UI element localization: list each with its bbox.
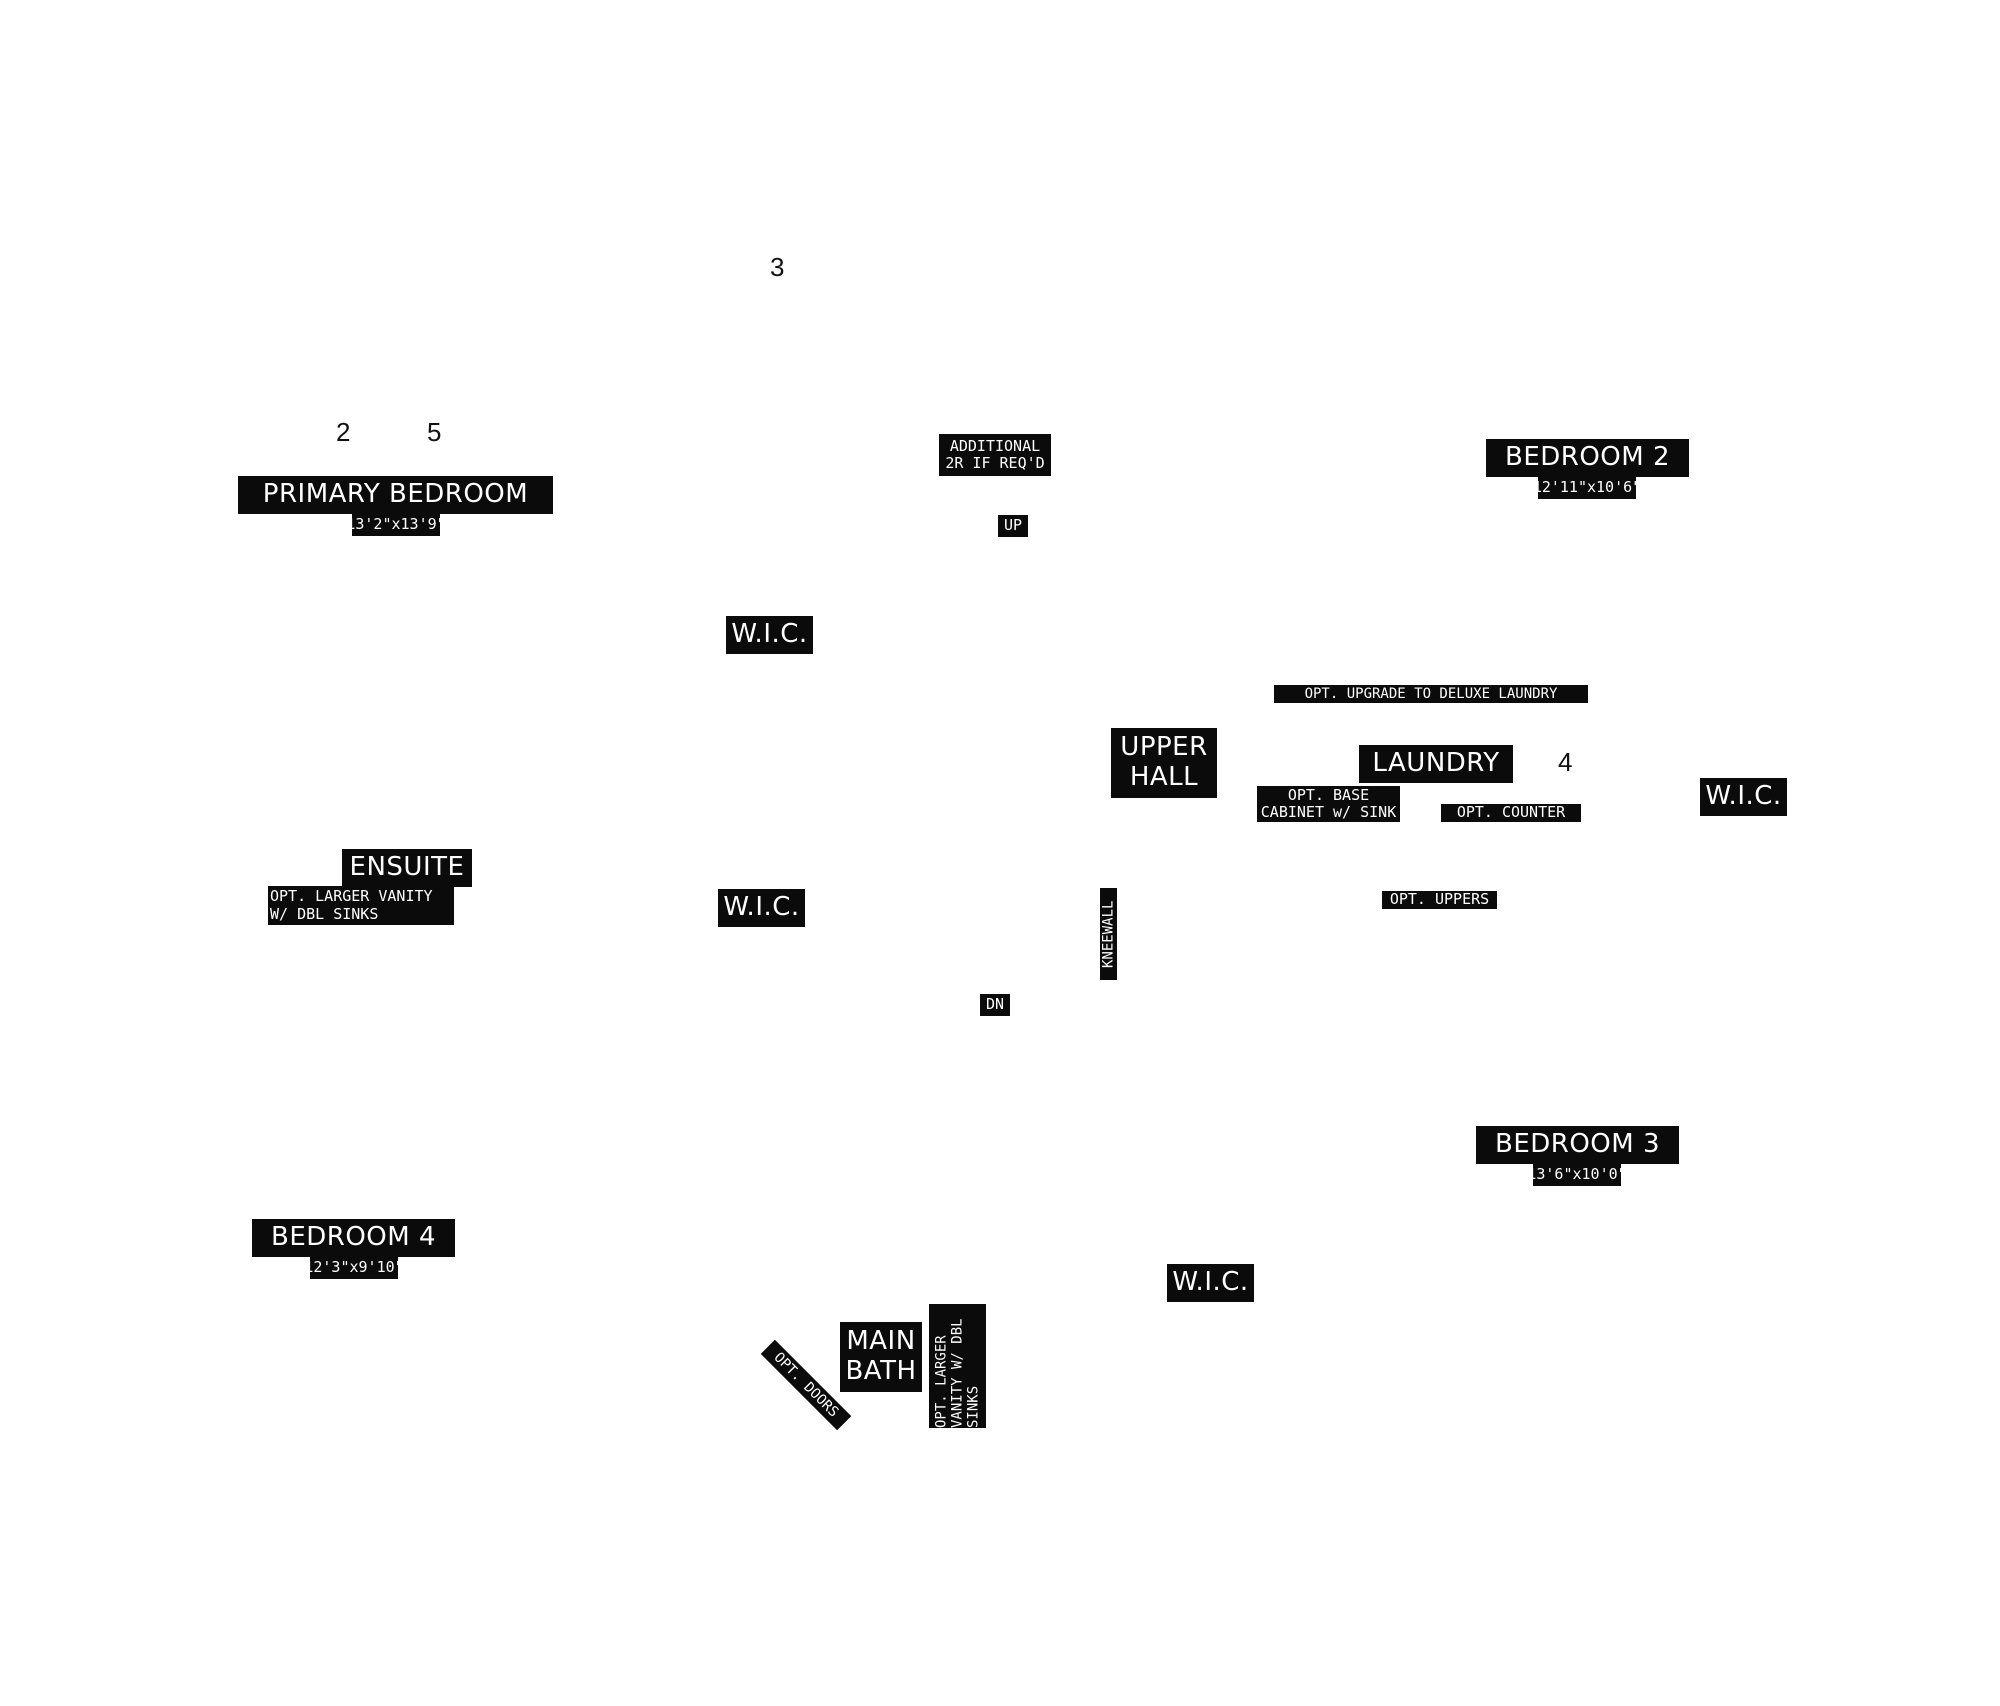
- base-cabinet-line-2: CABINET w/ SINK: [1260, 803, 1397, 821]
- marker-5: 5: [427, 417, 442, 447]
- deluxe-laundry-note: OPT. UPGRADE TO DELUXE LAUNDRY: [1274, 685, 1588, 703]
- main-bath-label: MAIN BATH: [840, 1322, 922, 1392]
- upper-hall-line-2: HALL: [1129, 762, 1199, 792]
- additional-riser-line-1: ADDITIONAL: [949, 436, 1041, 455]
- main-bath-line-1: MAIN: [846, 1326, 916, 1357]
- bedroom-3-dimensions: 13'6"x10'0": [1527, 1164, 1627, 1186]
- bedroom-2-label: BEDROOM 2: [1486, 439, 1689, 477]
- marker-2: 2: [336, 417, 351, 447]
- wic-label-ensuite: W.I.C.: [718, 889, 805, 927]
- primary-bedroom-dimensions: 13'2"x13'9": [346, 514, 446, 536]
- base-cabinet-note: OPT. BASE CABINET w/ SINK: [1257, 786, 1400, 822]
- upper-hall-line-1: UPPER: [1120, 732, 1208, 763]
- laundry-label: LAUNDRY: [1359, 745, 1513, 783]
- additional-riser-note: ADDITIONAL 2R IF REQ'D: [939, 434, 1051, 476]
- doors-note: OPT. DOORS: [760, 1339, 852, 1431]
- wic-label-primary: W.I.C.: [726, 616, 813, 654]
- bath-vanity-line-1: OPT. LARGER: [933, 1335, 950, 1428]
- stair-up-label: UP: [998, 515, 1028, 537]
- marker-4: 4: [1558, 747, 1573, 777]
- main-bath-line-2: BATH: [845, 1356, 917, 1386]
- wic-label-bedroom-3: W.I.C.: [1167, 1264, 1254, 1302]
- ensuite-vanity-line-1: OPT. LARGER VANITY: [270, 887, 433, 906]
- base-cabinet-line-1: OPT. BASE: [1287, 785, 1370, 804]
- bedroom-3-label: BEDROOM 3: [1476, 1126, 1679, 1164]
- additional-riser-line-2: 2R IF REQ'D: [945, 454, 1045, 472]
- bedroom-4-label: BEDROOM 4: [252, 1219, 455, 1257]
- bedroom-2-dimensions: 12'11"x10'6": [1533, 477, 1641, 499]
- kneewall-label: KNEEWALL: [1100, 888, 1117, 980]
- ensuite-vanity-note: OPT. LARGER VANITY W/ DBL SINKS: [268, 886, 454, 925]
- bedroom-4-dimensions: 12'3"x9'10": [304, 1257, 404, 1279]
- ensuite-label: ENSUITE: [342, 849, 472, 887]
- marker-3: 3: [770, 252, 785, 282]
- bath-vanity-line-2: VANITY W/ DBL: [949, 1318, 966, 1428]
- upper-hall-label: UPPER HALL: [1111, 728, 1217, 798]
- stair-down-label: DN: [980, 994, 1010, 1016]
- uppers-note: OPT. UPPERS: [1382, 891, 1497, 909]
- ensuite-vanity-line-2: W/ DBL SINKS: [270, 904, 379, 923]
- bath-vanity-line-3: SINKS: [965, 1385, 982, 1428]
- counter-note: OPT. COUNTER: [1441, 804, 1581, 822]
- bath-vanity-note: OPT. LARGER VANITY W/ DBL SINKS: [929, 1304, 986, 1428]
- wic-label-bedroom-2: W.I.C.: [1700, 778, 1787, 816]
- primary-bedroom-label: PRIMARY BEDROOM: [238, 476, 553, 514]
